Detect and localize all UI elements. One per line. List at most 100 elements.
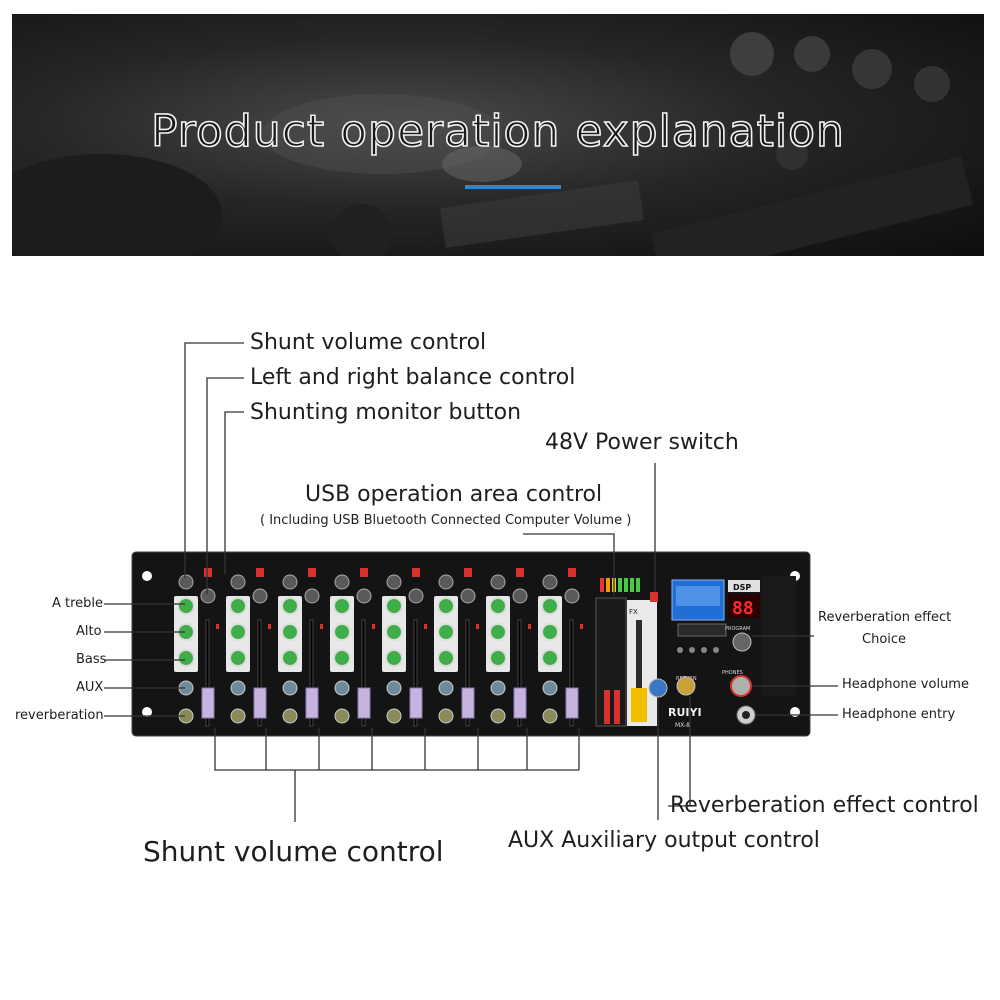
channel-fader[interactable] [461, 687, 475, 719]
monitor-button[interactable] [360, 568, 368, 577]
channel-fader[interactable] [565, 687, 579, 719]
aux-knob[interactable] [334, 680, 350, 696]
aux-knob[interactable] [542, 680, 558, 696]
channel-gain-knob[interactable] [230, 574, 246, 590]
treble-knob[interactable] [541, 597, 559, 615]
channel-gain-knob[interactable] [282, 574, 298, 590]
monitor-button[interactable] [516, 568, 524, 577]
callout-alto: Alto [76, 624, 102, 639]
treble-knob[interactable] [281, 597, 299, 615]
reverb-knob[interactable] [438, 708, 454, 724]
usb-lcd-screen [676, 586, 720, 606]
monitor-button[interactable] [308, 568, 316, 577]
aux-knob[interactable] [490, 680, 506, 696]
balance-knob[interactable] [512, 588, 528, 604]
clip-led [372, 624, 375, 629]
channel-fader[interactable] [409, 687, 423, 719]
stereo-meter [595, 597, 627, 727]
channel-gain-knob[interactable] [334, 574, 350, 590]
reverb-knob[interactable] [230, 708, 246, 724]
fx-fader-track [636, 620, 642, 722]
banner-underline [465, 185, 561, 189]
channel-gain-knob[interactable] [542, 574, 558, 590]
reverb-knob[interactable] [282, 708, 298, 724]
monitor-button[interactable] [256, 568, 264, 577]
channel-fader[interactable] [357, 687, 371, 719]
channel-gain-knob[interactable] [490, 574, 506, 590]
fader-track [361, 619, 366, 727]
balance-knob[interactable] [356, 588, 372, 604]
fader-track [465, 619, 470, 727]
alto-knob[interactable] [541, 623, 559, 641]
power-48v-switch[interactable] [650, 592, 658, 602]
headphone-volume-knob[interactable] [730, 675, 752, 697]
bass-knob[interactable] [541, 649, 559, 667]
channel-fader[interactable] [253, 687, 267, 719]
balance-knob[interactable] [460, 588, 476, 604]
alto-knob[interactable] [437, 623, 455, 641]
fader-track [257, 619, 262, 727]
treble-knob[interactable] [437, 597, 455, 615]
alto-knob[interactable] [385, 623, 403, 641]
channel-gain-knob[interactable] [386, 574, 402, 590]
aux-knob[interactable] [282, 680, 298, 696]
program-knob[interactable] [732, 632, 752, 652]
balance-knob[interactable] [252, 588, 268, 604]
callout-reverberation: reverberation [15, 708, 104, 723]
callout-headphone-entry: Headphone entry [842, 707, 956, 722]
callout-shunt-volume-bottom: Shunt volume control [143, 835, 444, 868]
monitor-button[interactable] [204, 568, 212, 577]
aux-knob[interactable] [438, 680, 454, 696]
reverb-knob[interactable] [334, 708, 350, 724]
monitor-button[interactable] [464, 568, 472, 577]
reverb-knob[interactable] [386, 708, 402, 724]
monitor-button[interactable] [568, 568, 576, 577]
channel-fader[interactable] [201, 687, 215, 719]
bass-knob[interactable] [489, 649, 507, 667]
fx-label: FX [629, 608, 638, 616]
balance-knob[interactable] [200, 588, 216, 604]
treble-knob[interactable] [333, 597, 351, 615]
balance-knob[interactable] [564, 588, 580, 604]
reverb-knob[interactable] [490, 708, 506, 724]
bass-knob[interactable] [177, 649, 195, 667]
callout-reverb-control: Reverberation effect control [670, 793, 979, 818]
treble-knob[interactable] [489, 597, 507, 615]
channel-gain-knob[interactable] [178, 574, 194, 590]
reverb-effect-knob[interactable] [676, 676, 696, 696]
bass-knob[interactable] [229, 649, 247, 667]
main-fader-cap [614, 690, 620, 724]
aux-output-knob[interactable] [648, 678, 668, 698]
alto-knob[interactable] [333, 623, 351, 641]
treble-knob[interactable] [385, 597, 403, 615]
clip-led [476, 624, 479, 629]
aux-knob[interactable] [386, 680, 402, 696]
treble-knob[interactable] [229, 597, 247, 615]
balance-knob[interactable] [304, 588, 320, 604]
aux-knob[interactable] [230, 680, 246, 696]
clip-led [216, 624, 219, 629]
channel-gain-knob[interactable] [438, 574, 454, 590]
channel-fader[interactable] [305, 687, 319, 719]
bass-knob[interactable] [385, 649, 403, 667]
callout-usb-area-note: ( Including USB Bluetooth Connected Comp… [260, 513, 632, 528]
monitor-button[interactable] [412, 568, 420, 577]
alto-knob[interactable] [281, 623, 299, 641]
bass-knob[interactable] [333, 649, 351, 667]
bass-knob[interactable] [281, 649, 299, 667]
clip-led [424, 624, 427, 629]
channel-fader[interactable] [513, 687, 527, 719]
alto-knob[interactable] [489, 623, 507, 641]
reverb-knob[interactable] [542, 708, 558, 724]
level-leds [600, 578, 640, 592]
dsp-seven-segment [728, 594, 760, 618]
main-fader-cap [604, 690, 610, 724]
treble-knob[interactable] [177, 597, 195, 615]
clip-led [268, 624, 271, 629]
balance-knob[interactable] [408, 588, 424, 604]
callout-treble: A treble [52, 596, 104, 611]
alto-knob[interactable] [229, 623, 247, 641]
bass-knob[interactable] [437, 649, 455, 667]
callout-bass: Bass [76, 652, 107, 667]
